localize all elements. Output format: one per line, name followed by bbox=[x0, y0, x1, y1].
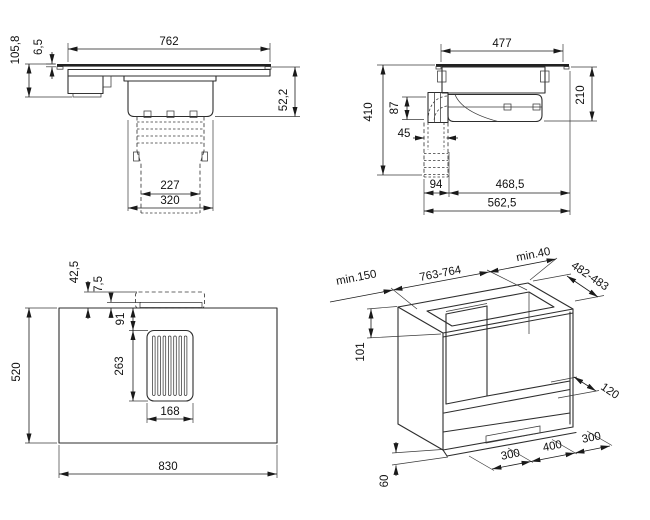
dim-rear-clearance: min.40 bbox=[515, 246, 551, 264]
dim-rear-zone: 468,5 bbox=[496, 179, 525, 191]
dim-duct-zone: 94 bbox=[430, 179, 443, 191]
dim-duct-outer-width: 320 bbox=[160, 195, 179, 207]
dim-plinth-left: 300 bbox=[500, 447, 521, 462]
side-view-dimensions: 477 410 210 87 45 94 bbox=[363, 38, 597, 215]
side-view: 477 410 210 87 45 94 bbox=[363, 38, 597, 215]
dim-total-height: 105,8 bbox=[10, 36, 22, 65]
dim-duct-offset: 45 bbox=[398, 128, 411, 140]
dim-grille-length: 263 bbox=[114, 356, 126, 375]
dim-grille-offset: 91 bbox=[115, 313, 127, 326]
cutout-object-lines bbox=[397, 282, 577, 457]
dim-panel-width: 830 bbox=[158, 461, 177, 473]
dim-flange-depth: 7,5 bbox=[93, 276, 105, 292]
plan-view: 42,5 7,5 91 263 168 520 bbox=[11, 261, 278, 478]
dim-motor-height: 87 bbox=[389, 102, 401, 115]
dim-total-depth: 562,5 bbox=[488, 198, 517, 210]
dim-panel-depth: 520 bbox=[11, 362, 23, 381]
dim-duct-inner-width: 227 bbox=[160, 180, 179, 192]
dim-recess-depth: 101 bbox=[355, 342, 367, 361]
dim-plinth-center: 400 bbox=[542, 439, 563, 454]
front-view-object-lines bbox=[56, 64, 272, 214]
dim-glass-thickness: 6,5 bbox=[33, 39, 45, 55]
front-view-dimensions: 762 105,8 6,5 52,2 227 320 bbox=[10, 36, 300, 211]
dim-height-left: 410 bbox=[363, 102, 375, 121]
dim-duct-spacer: 120 bbox=[598, 381, 621, 402]
dim-body-depth: 52,2 bbox=[278, 89, 290, 111]
dim-outlet-depth: 42,5 bbox=[69, 261, 81, 283]
dim-grille-width: 168 bbox=[160, 406, 179, 418]
dim-side-top-width: 477 bbox=[492, 38, 511, 50]
front-view: 762 105,8 6,5 52,2 227 320 bbox=[10, 36, 300, 214]
dim-hob-width: 762 bbox=[159, 36, 178, 48]
cabinet-cutout-view: min.150 763-764 min.40 482-483 101 12 bbox=[329, 246, 621, 488]
plan-view-dimensions: 42,5 7,5 91 263 168 520 bbox=[11, 261, 278, 478]
dim-plinth-height: 60 bbox=[379, 475, 391, 488]
plan-view-object-lines bbox=[58, 291, 278, 444]
dim-plinth-right: 300 bbox=[581, 430, 602, 445]
side-view-object-lines bbox=[423, 64, 570, 178]
dim-left-clearance: min.150 bbox=[335, 268, 377, 288]
dim-cutout-depth: 482-483 bbox=[569, 260, 611, 294]
dim-height-right: 210 bbox=[575, 85, 587, 104]
